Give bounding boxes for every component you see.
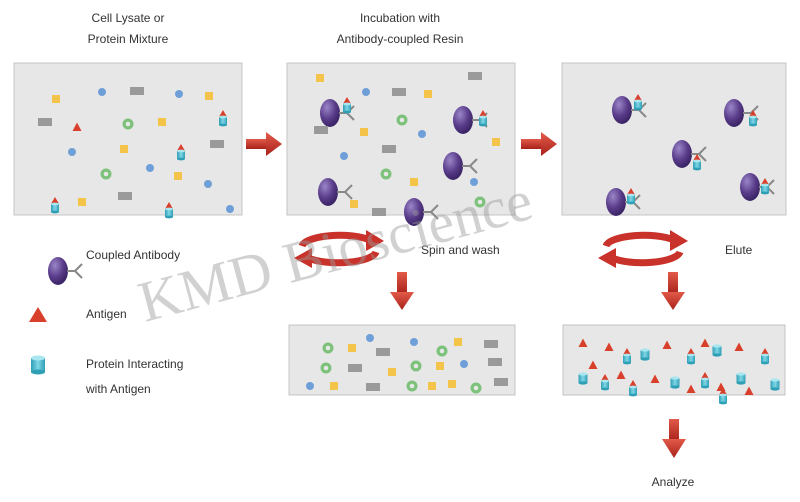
- title-incubation-line1: Incubation with: [360, 11, 440, 25]
- title-incubation-line2: Antibody-coupled Resin: [337, 32, 464, 46]
- title-cell-lysate-line2: Protein Mixture: [88, 32, 169, 46]
- legend: Coupled Antibody Antigen Protein Interac…: [29, 248, 183, 396]
- title-cell-lysate-line1: Cell Lysate or: [92, 11, 165, 25]
- legend-protein-label-line1: Protein Interacting: [86, 357, 183, 371]
- panel-washed-proteins: [288, 324, 516, 396]
- legend-antigen-icon: [29, 307, 47, 322]
- legend-antibody-label: Coupled Antibody: [86, 248, 180, 262]
- step-spin-wash-label: Spin and wash: [421, 243, 500, 257]
- arrow-down-3: [662, 419, 686, 458]
- panel-incubation: [286, 62, 516, 227]
- legend-protein-icon: [31, 355, 45, 375]
- panel-bound-antibodies: [561, 62, 787, 217]
- panel-eluted-antigens: [562, 324, 786, 405]
- panel-cell-lysate: [13, 62, 243, 219]
- step-elute-label: Elute: [725, 243, 753, 257]
- arrow-down-1: [390, 272, 414, 310]
- legend-antigen-label: Antigen: [86, 307, 127, 321]
- step-analyze-label: Analyze: [652, 475, 695, 489]
- legend-antibody-icon: [47, 256, 83, 286]
- legend-protein-label-line2: with Antigen: [85, 382, 151, 396]
- arrow-right-1: [246, 132, 282, 156]
- arrow-down-2: [661, 272, 685, 310]
- elute-cycle-icon: [598, 230, 688, 268]
- arrow-right-2: [521, 132, 557, 156]
- spin-cycle-icon: [294, 230, 384, 268]
